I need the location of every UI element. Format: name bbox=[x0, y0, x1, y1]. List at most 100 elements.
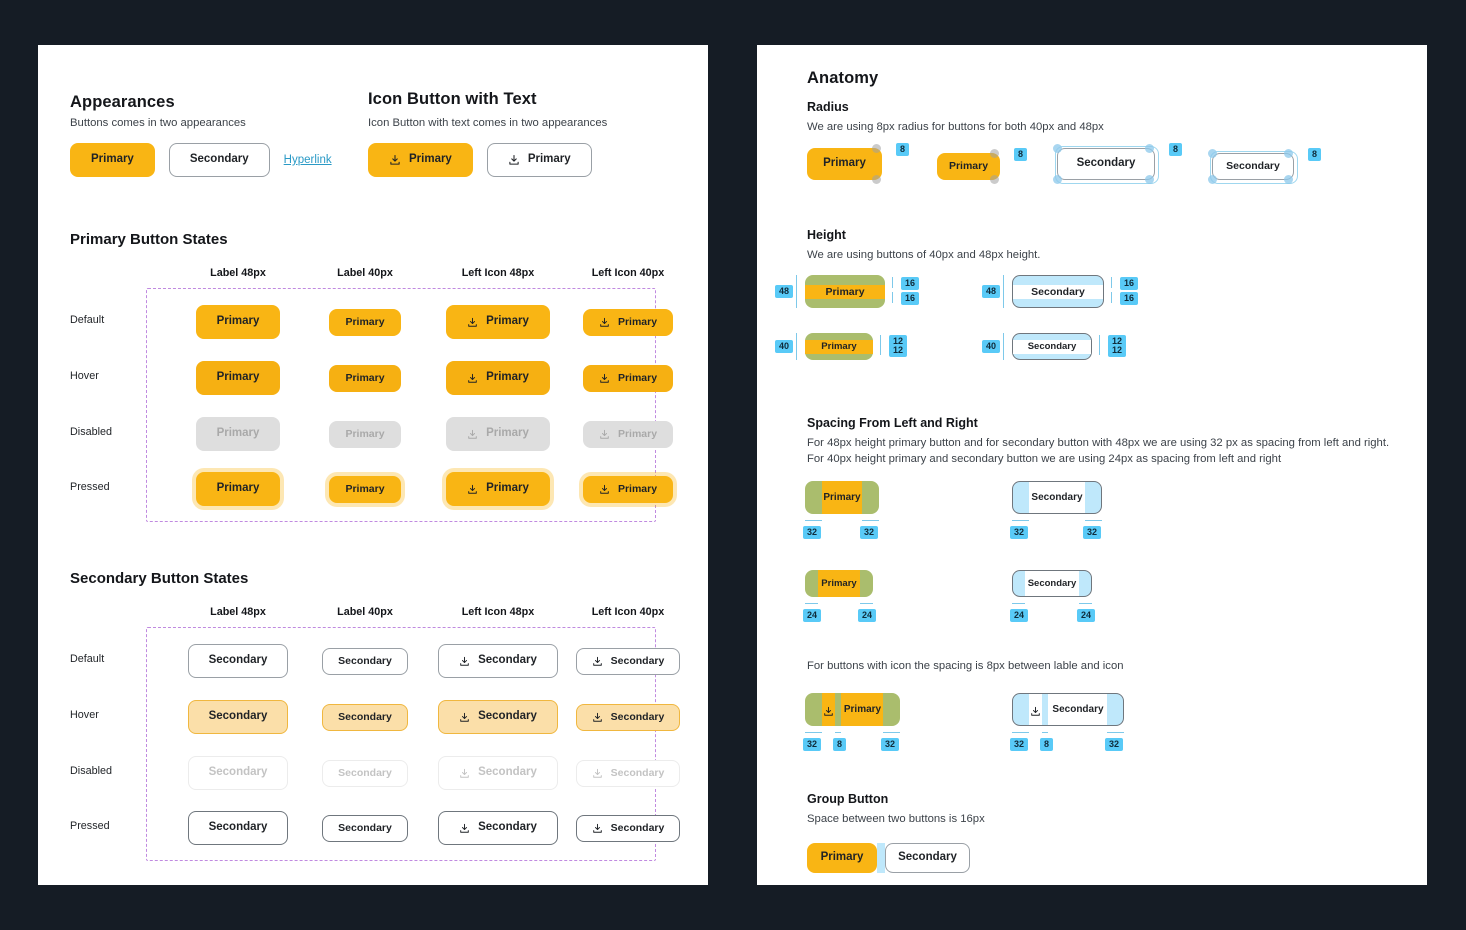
pri-disabled-icon-40[interactable]: Primary bbox=[582, 420, 674, 448]
sec-disabled-icon-40[interactable]: Secondary bbox=[575, 759, 681, 787]
corner-radius-handle[interactable] bbox=[1284, 149, 1293, 158]
content-band bbox=[1029, 482, 1085, 513]
sec-pressed-icon-48[interactable]: Secondary bbox=[438, 811, 558, 845]
group-subtitle: Space between two buttons is 16px bbox=[807, 813, 985, 825]
table-cell: Secondary bbox=[178, 811, 298, 845]
corner-radius-handle[interactable] bbox=[1284, 175, 1293, 184]
download-icon bbox=[459, 712, 470, 723]
radius-sample-button[interactable]: Primary bbox=[807, 148, 882, 180]
corner-radius-handle[interactable] bbox=[1053, 144, 1062, 153]
button-label: Primary bbox=[216, 482, 260, 495]
pri-pressed-icon-40[interactable]: Primary bbox=[582, 475, 674, 503]
pri-hover-icon-48[interactable]: Primary bbox=[446, 361, 550, 395]
padding-badge: 16 bbox=[1120, 277, 1139, 290]
pri-disabled-icon-48[interactable]: Primary bbox=[446, 417, 550, 451]
radius-subtitle: We are using 8px radius for buttons for … bbox=[807, 121, 1104, 133]
pri-default-label-40[interactable]: Primary bbox=[329, 308, 401, 336]
icon-spacing-note: For buttons with icon the spacing is 8px… bbox=[807, 660, 1124, 672]
sec-disabled-label-48[interactable]: Secondary bbox=[187, 756, 289, 790]
appearances-buttons: Primary Secondary Hyperlink bbox=[70, 143, 332, 177]
radius-sample-button[interactable]: Primary bbox=[937, 153, 1000, 180]
sec-hover-icon-40[interactable]: Secondary bbox=[575, 703, 681, 731]
pri-pressed-label-40[interactable]: Primary bbox=[329, 475, 401, 503]
appearance-hyperlink[interactable]: Hyperlink bbox=[283, 154, 332, 166]
pri-pressed-label-48[interactable]: Primary bbox=[195, 472, 281, 506]
sec-disabled-icon-48[interactable]: Secondary bbox=[438, 756, 558, 790]
sec-hover-label-48[interactable]: Secondary bbox=[187, 700, 289, 734]
radius-badge: 8 bbox=[1308, 148, 1322, 161]
table-cell: Primary bbox=[310, 417, 420, 451]
sec-pressed-label-48[interactable]: Secondary bbox=[187, 811, 289, 845]
sec-default-label-40[interactable]: Secondary bbox=[322, 647, 408, 675]
column-header: Label 40px bbox=[337, 606, 393, 618]
icon-secondary-button[interactable]: Primary bbox=[486, 143, 592, 177]
pri-hover-label-40[interactable]: Primary bbox=[329, 364, 401, 392]
corner-radius-handle[interactable] bbox=[1208, 149, 1217, 158]
button-label: Secondary bbox=[1076, 157, 1136, 170]
button-label: Secondary bbox=[208, 654, 268, 667]
pri-default-icon-40[interactable]: Primary bbox=[582, 308, 674, 336]
corner-radius-handle[interactable] bbox=[872, 175, 881, 184]
radius-sample-button[interactable]: Secondary bbox=[1212, 153, 1294, 180]
button-label: Primary bbox=[486, 482, 529, 495]
pri-hover-label-48[interactable]: Primary bbox=[195, 361, 281, 395]
group-primary-button[interactable]: Primary bbox=[807, 843, 877, 873]
appearance-primary-button[interactable]: Primary bbox=[70, 143, 155, 177]
table-cell: Secondary bbox=[433, 811, 563, 845]
button-label: Secondary bbox=[338, 766, 392, 779]
icon-button-samples: Primary Primary bbox=[368, 143, 592, 177]
pri-disabled-label-40[interactable]: Primary bbox=[329, 420, 401, 448]
pri-hover-icon-40[interactable]: Primary bbox=[582, 364, 674, 392]
row-label: Default bbox=[70, 314, 105, 326]
group-secondary-button[interactable]: Secondary bbox=[885, 843, 970, 873]
corner-radius-handle[interactable] bbox=[872, 144, 881, 153]
sec-hover-icon-48[interactable]: Secondary bbox=[438, 700, 558, 734]
button-label: Secondary bbox=[208, 766, 268, 779]
table-cell: Primary bbox=[310, 361, 420, 395]
corner-radius-handle[interactable] bbox=[1208, 175, 1217, 184]
appearance-secondary-button[interactable]: Secondary bbox=[168, 143, 270, 177]
spacing-badge: 24 bbox=[803, 609, 822, 622]
button-label: Primary bbox=[216, 427, 260, 440]
corner-radius-handle[interactable] bbox=[990, 149, 999, 158]
download-icon bbox=[467, 484, 478, 495]
icon-button-title: Icon Button with Text bbox=[368, 90, 537, 108]
table-cell: Secondary bbox=[433, 644, 563, 678]
radius-badge: 8 bbox=[1169, 143, 1183, 156]
download-icon bbox=[459, 823, 470, 834]
sec-default-icon-40[interactable]: Secondary bbox=[575, 647, 681, 675]
spacing-sample-label: Primary bbox=[823, 492, 861, 503]
icon-spacing-measure-line bbox=[1107, 732, 1124, 733]
button-label: Secondary bbox=[478, 710, 537, 723]
radius-sample-button[interactable]: Secondary bbox=[1057, 148, 1155, 180]
column-header: Left Icon 48px bbox=[461, 606, 535, 618]
corner-radius-handle[interactable] bbox=[1145, 175, 1154, 184]
sec-disabled-label-40[interactable]: Secondary bbox=[322, 759, 408, 787]
sec-pressed-label-40[interactable]: Secondary bbox=[322, 814, 408, 842]
icon-spacing-badge: 8 bbox=[1040, 738, 1054, 751]
table-cell: Primary bbox=[178, 472, 298, 506]
content-band bbox=[1013, 339, 1091, 354]
button-label: Primary bbox=[617, 371, 658, 384]
icon-primary-button[interactable]: Primary bbox=[368, 143, 473, 177]
states-dashed-outline bbox=[146, 288, 656, 522]
radius-title: Radius bbox=[807, 100, 849, 114]
download-icon bbox=[467, 429, 478, 440]
sec-default-label-48[interactable]: Secondary bbox=[187, 644, 289, 678]
corner-radius-handle[interactable] bbox=[1145, 144, 1154, 153]
pri-default-icon-48[interactable]: Primary bbox=[446, 305, 550, 339]
pri-pressed-icon-48[interactable]: Primary bbox=[446, 472, 550, 506]
sec-default-icon-48[interactable]: Secondary bbox=[438, 644, 558, 678]
sec-hover-label-40[interactable]: Secondary bbox=[322, 703, 408, 731]
corner-radius-handle[interactable] bbox=[1053, 175, 1062, 184]
pri-disabled-label-48[interactable]: Primary bbox=[195, 417, 281, 451]
corner-radius-handle[interactable] bbox=[990, 175, 999, 184]
pri-default-label-48[interactable]: Primary bbox=[195, 305, 281, 339]
table-cell: Primary bbox=[178, 361, 298, 395]
table-cell: Secondary bbox=[178, 700, 298, 734]
spacing-subtitle: For 48px height primary button and for s… bbox=[807, 437, 1390, 466]
sec-pressed-icon-40[interactable]: Secondary bbox=[575, 814, 681, 842]
button-label: Primary bbox=[216, 371, 260, 384]
download-icon bbox=[599, 429, 610, 440]
height-badge: 40 bbox=[775, 339, 794, 353]
